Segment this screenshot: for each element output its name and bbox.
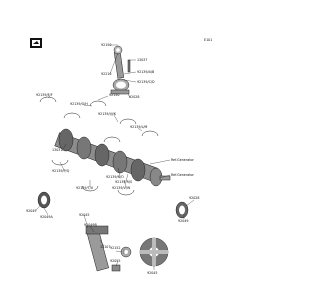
- label-92139-ef: 92139/E/F: [36, 93, 53, 97]
- label-92049: 92049: [26, 209, 37, 213]
- publisher-logo: [30, 38, 42, 48]
- label-92139-gh: 92139/G/H: [70, 102, 88, 106]
- label-92210-top: 92210: [101, 72, 112, 76]
- label-92045-left: 92045: [79, 213, 90, 217]
- bearing-shell-set: [39, 96, 159, 196]
- ball-bearing: [37, 191, 51, 209]
- collar: [111, 264, 121, 272]
- coupling-shaft: [85, 225, 110, 272]
- rod-bolt: [127, 59, 131, 73]
- label-13107: 13107: [100, 245, 111, 249]
- label-92139-no: 92139/N/O: [106, 175, 124, 179]
- part-labels: 92150 13037 92210 92139/A/B 92139/C/D 92…: [26, 43, 200, 275]
- label-13031-left: 13031: [52, 148, 63, 152]
- label-92045-bottom: 92045: [147, 271, 158, 275]
- label-92139-rs: 92139/R/S: [115, 180, 132, 184]
- label-92049-right: 92049: [178, 219, 189, 223]
- label-92049a: 92049A: [40, 215, 53, 219]
- exploded-parts-diagram: E101: [26, 38, 212, 275]
- page-code: E101: [204, 38, 212, 42]
- oil-seal: [175, 201, 189, 219]
- label-92139-lm: 92139/L/M: [130, 125, 148, 129]
- label-92049b: 92049B: [84, 223, 97, 227]
- connecting-rod: [110, 45, 130, 95]
- label-92139-cd: 92139/C/D: [137, 80, 155, 84]
- label-ref-generator-2: Ref.Generator: [171, 173, 195, 177]
- label-13037: 13037: [137, 58, 148, 62]
- crankshaft: [54, 128, 171, 187]
- label-92139-vw: 92139/V/W: [112, 186, 131, 190]
- label-92139-ab: 92139/A/B: [137, 70, 155, 74]
- label-92028-bottom: 92028: [189, 196, 200, 200]
- label-92028-top: 92028: [129, 95, 140, 99]
- label-92150-mid: 92150: [109, 93, 120, 97]
- coupler: [120, 246, 132, 258]
- label-92055: 92055: [110, 259, 121, 263]
- label-ref-generator-1: Ref.Generator: [171, 158, 195, 162]
- label-92150-top: 92150: [101, 43, 112, 47]
- label-92139-ijk: 92139/I/J/K: [98, 112, 117, 116]
- label-92139-tu: 92139/T/U: [76, 186, 94, 190]
- leader-lines: [35, 44, 195, 270]
- label-92152: 92152: [110, 246, 121, 250]
- label-92139-pq: 92139/P/Q: [52, 169, 70, 173]
- flywheel: [139, 237, 169, 267]
